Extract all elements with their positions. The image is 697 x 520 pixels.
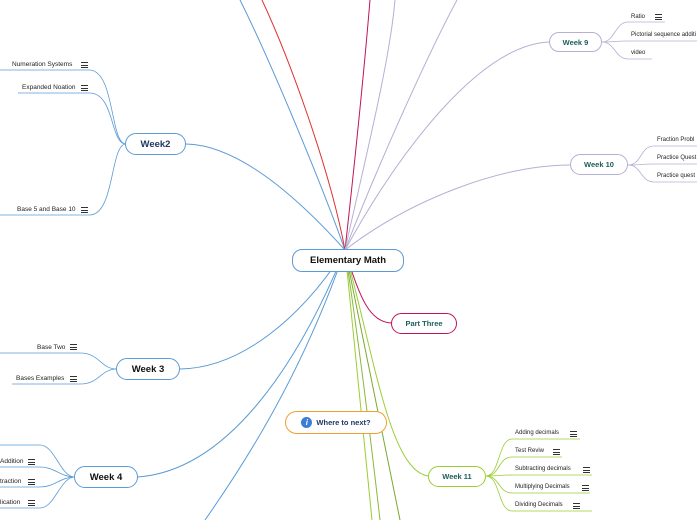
notes-menu-icon[interactable] (28, 500, 35, 507)
notes-menu-icon[interactable] (583, 467, 590, 474)
notes-menu-icon[interactable] (570, 431, 577, 438)
leaf-addition[interactable]: Addition (0, 458, 24, 465)
leaf-subtracting-decimals[interactable]: Subtracting decimals (515, 466, 571, 472)
root-node-label: Elementary Math (309, 255, 387, 266)
branch-week9-label: Week 9 (562, 37, 589, 47)
notes-menu-icon[interactable] (81, 85, 88, 92)
notes-menu-icon[interactable] (553, 449, 560, 456)
notes-menu-icon[interactable] (28, 459, 35, 466)
notes-menu-icon[interactable] (81, 207, 88, 214)
leaf-adding-decimals[interactable]: Adding decimals (515, 430, 560, 436)
notes-menu-icon[interactable] (582, 485, 589, 492)
leaf-video[interactable]: video (631, 50, 646, 56)
branch-week3[interactable]: Week 3 (116, 358, 180, 380)
leaf-ratio[interactable]: Ratio (631, 14, 646, 20)
leaf-multiplication[interactable]: lication (0, 499, 21, 506)
info-icon: i (301, 417, 313, 428)
branch-week4[interactable]: Week 4 (74, 466, 138, 488)
branch-week11-label: Week 11 (442, 472, 472, 481)
branch-week10-label: Week 10 (584, 160, 614, 169)
notes-menu-icon[interactable] (81, 62, 88, 69)
branch-part-three-label: Part Three (405, 319, 443, 328)
leaf-dividing-decimals[interactable]: Dividing Decimals (515, 502, 563, 508)
branch-week10[interactable]: Week 10 (570, 154, 628, 175)
branch-week3-label: Week 3 (131, 363, 165, 375)
notes-menu-icon[interactable] (655, 14, 662, 21)
branch-part-three[interactable]: Part Three (391, 313, 457, 334)
branch-week2[interactable]: Week2 (125, 133, 186, 155)
notes-menu-icon[interactable] (573, 503, 580, 510)
where-to-next-node[interactable]: i Where to next? (285, 411, 387, 434)
branch-week4-label: Week 4 (89, 471, 123, 483)
root-node[interactable]: Elementary Math (292, 249, 404, 272)
leaf-fraction-problems[interactable]: Fraction Probl (657, 137, 695, 143)
notes-menu-icon[interactable] (70, 376, 77, 383)
leaf-bases-examples[interactable]: Bases Examples (16, 375, 65, 382)
notes-menu-icon[interactable] (70, 344, 77, 351)
leaf-practice-questions-2[interactable]: Practice quest (657, 173, 696, 179)
where-to-next-label: Where to next? (316, 418, 371, 427)
leaf-practice-questions-1[interactable]: Practice Quest (657, 155, 697, 161)
branch-week2-label: Week2 (140, 138, 171, 150)
branch-week11[interactable]: Week 11 (428, 466, 486, 487)
leaf-numeration-systems[interactable]: Numeration Systems (12, 61, 73, 68)
leaf-base-5-and-base-10[interactable]: Base 5 and Base 10 (17, 206, 76, 213)
branch-week9[interactable]: Week 9 (549, 32, 602, 52)
leaf-subtraction[interactable]: traction (0, 478, 22, 485)
leaf-pictorial-sequence[interactable]: Pictorial sequence additi (631, 32, 697, 38)
leaf-multiplying-decimals[interactable]: Multiplying Decimals (515, 484, 570, 490)
leaf-test-review[interactable]: Test Reviw (515, 448, 545, 454)
leaf-base-two[interactable]: Base Two (37, 344, 66, 351)
notes-menu-icon[interactable] (28, 479, 35, 486)
leaf-expanded-noation[interactable]: Expanded Noation (22, 84, 76, 91)
